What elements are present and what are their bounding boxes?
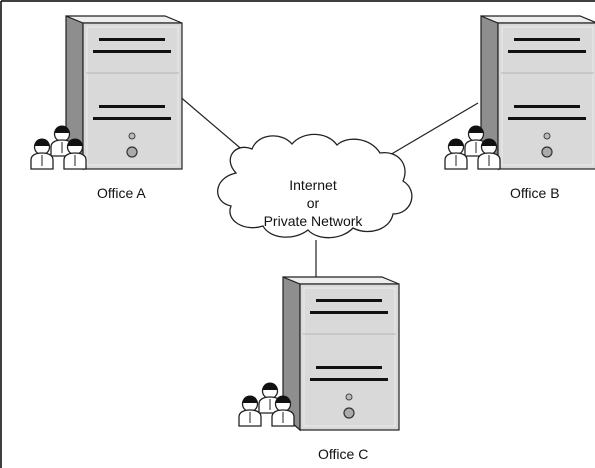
link-office-b bbox=[382, 102, 479, 160]
network-cloud-shape bbox=[217, 133, 413, 239]
network-cloud-label: Internet or Private Network bbox=[238, 176, 388, 230]
office-b-user-icon bbox=[444, 137, 468, 170]
office-b bbox=[444, 15, 595, 170]
network-label-line-3: Private Network bbox=[263, 213, 363, 229]
office-c-user-icon bbox=[238, 394, 262, 427]
office-c-server-icon bbox=[282, 276, 400, 431]
office-b-label: Office B bbox=[510, 185, 560, 201]
office-c-label: Office C bbox=[318, 446, 369, 462]
office-a bbox=[30, 15, 183, 170]
office-b-server-icon bbox=[480, 15, 595, 170]
office-a-label: Office A bbox=[97, 185, 146, 201]
office-a-server-icon bbox=[65, 15, 183, 170]
office-a-user-icon bbox=[30, 137, 54, 170]
network-label-line-2: or bbox=[306, 195, 320, 211]
network-label-line-1: Internet bbox=[289, 177, 337, 193]
office-c bbox=[238, 276, 400, 431]
